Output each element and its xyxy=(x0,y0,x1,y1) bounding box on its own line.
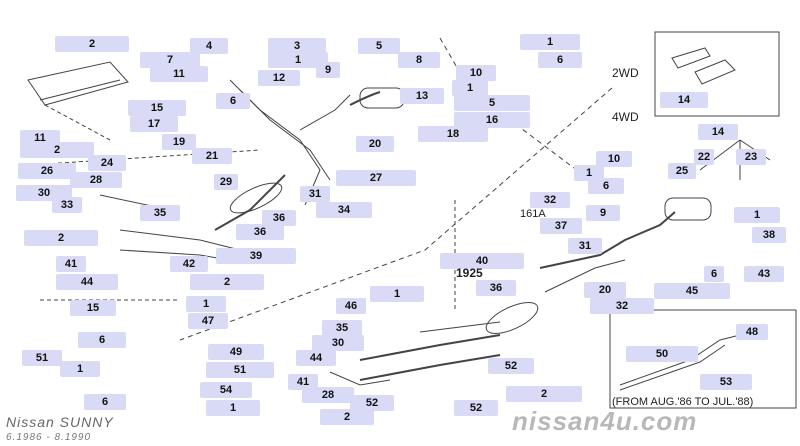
callout-50[interactable]: 50 xyxy=(626,346,698,362)
callout-21[interactable]: 21 xyxy=(192,148,232,164)
callout-37[interactable]: 37 xyxy=(540,218,582,234)
callout-7[interactable]: 7 xyxy=(140,52,200,68)
callout-11[interactable]: 11 xyxy=(150,66,208,82)
callout-32-b[interactable]: 32 xyxy=(590,298,654,314)
callout-16[interactable]: 16 xyxy=(454,112,530,128)
callout-27[interactable]: 27 xyxy=(336,170,416,186)
callout-1-d[interactable]: 1 xyxy=(574,165,604,181)
callout-2-d[interactable]: 2 xyxy=(190,274,264,290)
label-1925: 1925 xyxy=(456,266,483,280)
callout-32[interactable]: 32 xyxy=(530,192,570,208)
callout-2-e[interactable]: 2 xyxy=(506,386,582,402)
callout-22[interactable]: 22 xyxy=(694,149,714,165)
callout-20-b[interactable]: 20 xyxy=(584,282,626,298)
callout-6[interactable]: 6 xyxy=(538,52,582,68)
callout-28[interactable]: 28 xyxy=(70,172,122,188)
callout-41[interactable]: 41 xyxy=(56,256,86,272)
callout-13-b[interactable]: 14 xyxy=(698,124,738,140)
callout-38[interactable]: 38 xyxy=(752,227,786,243)
callout-13[interactable]: 13 xyxy=(400,88,444,104)
label-4wd: 4WD xyxy=(612,110,639,124)
callout-26[interactable]: 26 xyxy=(18,163,76,179)
callout-31[interactable]: 31 xyxy=(300,186,330,202)
callout-6-c[interactable]: 6 xyxy=(588,178,624,194)
callout-47[interactable]: 47 xyxy=(188,313,228,329)
callout-24[interactable]: 24 xyxy=(88,155,126,171)
callout-43[interactable]: 43 xyxy=(744,266,784,282)
callout-20[interactable]: 20 xyxy=(356,136,394,152)
callout-41-b[interactable]: 41 xyxy=(288,374,318,390)
callout-5[interactable]: 5 xyxy=(358,38,400,54)
callout-1[interactable]: 1 xyxy=(520,34,580,50)
callout-17[interactable]: 17 xyxy=(130,116,178,132)
callout-2[interactable]: 2 xyxy=(55,36,129,52)
callout-44-b[interactable]: 44 xyxy=(296,350,336,366)
callout-36[interactable]: 36 xyxy=(262,210,296,226)
callout-8[interactable]: 8 xyxy=(398,52,440,68)
callout-54[interactable]: 54 xyxy=(200,382,252,398)
label-2wd: 2WD xyxy=(612,66,639,80)
callout-51-b[interactable]: 51 xyxy=(206,362,274,378)
callout-23[interactable]: 23 xyxy=(736,149,766,165)
callout-6-d[interactable]: 6 xyxy=(704,266,724,282)
callout-1-f[interactable]: 1 xyxy=(186,296,226,312)
callout-25[interactable]: 25 xyxy=(668,163,696,179)
label-161a: 161A xyxy=(520,208,546,220)
callout-6-e[interactable]: 6 xyxy=(78,332,126,348)
callout-46[interactable]: 46 xyxy=(336,298,366,314)
years-caption: 6.1986 - 8.1990 xyxy=(6,432,92,443)
callout-48[interactable]: 48 xyxy=(736,324,768,340)
callout-1-h[interactable]: 1 xyxy=(60,361,100,377)
callout-39[interactable]: 39 xyxy=(216,248,296,264)
callout-49[interactable]: 49 xyxy=(208,344,264,360)
from-note: (FROM AUG.'86 TO JUL.'88) xyxy=(612,396,754,408)
callout-4[interactable]: 4 xyxy=(190,38,228,54)
callout-52[interactable]: 52 xyxy=(488,358,534,374)
callout-18[interactable]: 18 xyxy=(418,126,488,142)
callout-33[interactable]: 33 xyxy=(52,197,82,213)
callout-1-c[interactable]: 1 xyxy=(452,80,488,96)
callout-6-f[interactable]: 6 xyxy=(84,394,126,410)
callout-5-b[interactable]: 5 xyxy=(454,95,530,111)
callout-10[interactable]: 10 xyxy=(456,65,496,81)
callout-44[interactable]: 44 xyxy=(56,274,118,290)
callout-51[interactable]: 51 xyxy=(22,350,62,366)
callout-30-b[interactable]: 30 xyxy=(312,335,364,351)
callout-42[interactable]: 42 xyxy=(170,256,208,272)
callout-10-b[interactable]: 10 xyxy=(596,151,632,167)
callout-31-b[interactable]: 31 xyxy=(568,238,602,254)
callout-19[interactable]: 19 xyxy=(162,134,196,150)
model-caption: Nissan SUNNY xyxy=(6,414,114,430)
callout-1-g[interactable]: 1 xyxy=(370,286,424,302)
callout-40[interactable]: 40 xyxy=(440,253,524,269)
callout-52-c[interactable]: 52 xyxy=(454,400,498,416)
callout-15[interactable]: 15 xyxy=(128,100,186,116)
callout-15-b[interactable]: 15 xyxy=(70,300,116,316)
callout-12[interactable]: 12 xyxy=(258,70,300,86)
callout-34[interactable]: 34 xyxy=(316,202,372,218)
callout-6-b[interactable]: 6 xyxy=(216,93,250,109)
callout-28-b[interactable]: 28 xyxy=(302,387,354,403)
callout-2-f[interactable]: 2 xyxy=(320,409,374,425)
callout-29[interactable]: 29 xyxy=(214,174,238,190)
callout-35[interactable]: 35 xyxy=(140,205,180,221)
callout-3[interactable]: 3 xyxy=(268,38,326,54)
callout-52-b[interactable]: 52 xyxy=(350,395,394,411)
callout-36-b[interactable]: 36 xyxy=(236,224,284,240)
callout-2-c[interactable]: 2 xyxy=(24,230,98,246)
watermark: nissan4u.com xyxy=(512,406,698,436)
callout-1-b[interactable]: 1 xyxy=(268,52,328,68)
callout-45[interactable]: 45 xyxy=(654,283,730,299)
callout-53[interactable]: 53 xyxy=(700,374,752,390)
callout-9[interactable]: 9 xyxy=(316,62,340,78)
callout-35-b[interactable]: 35 xyxy=(322,320,362,336)
callout-9-b[interactable]: 9 xyxy=(586,205,620,221)
callout-14[interactable]: 14 xyxy=(660,92,708,108)
callout-36-c[interactable]: 36 xyxy=(476,280,516,296)
callout-1-e[interactable]: 1 xyxy=(734,207,780,223)
callout-1-i[interactable]: 1 xyxy=(206,400,260,416)
callout-2-b[interactable]: 2 xyxy=(20,142,94,158)
